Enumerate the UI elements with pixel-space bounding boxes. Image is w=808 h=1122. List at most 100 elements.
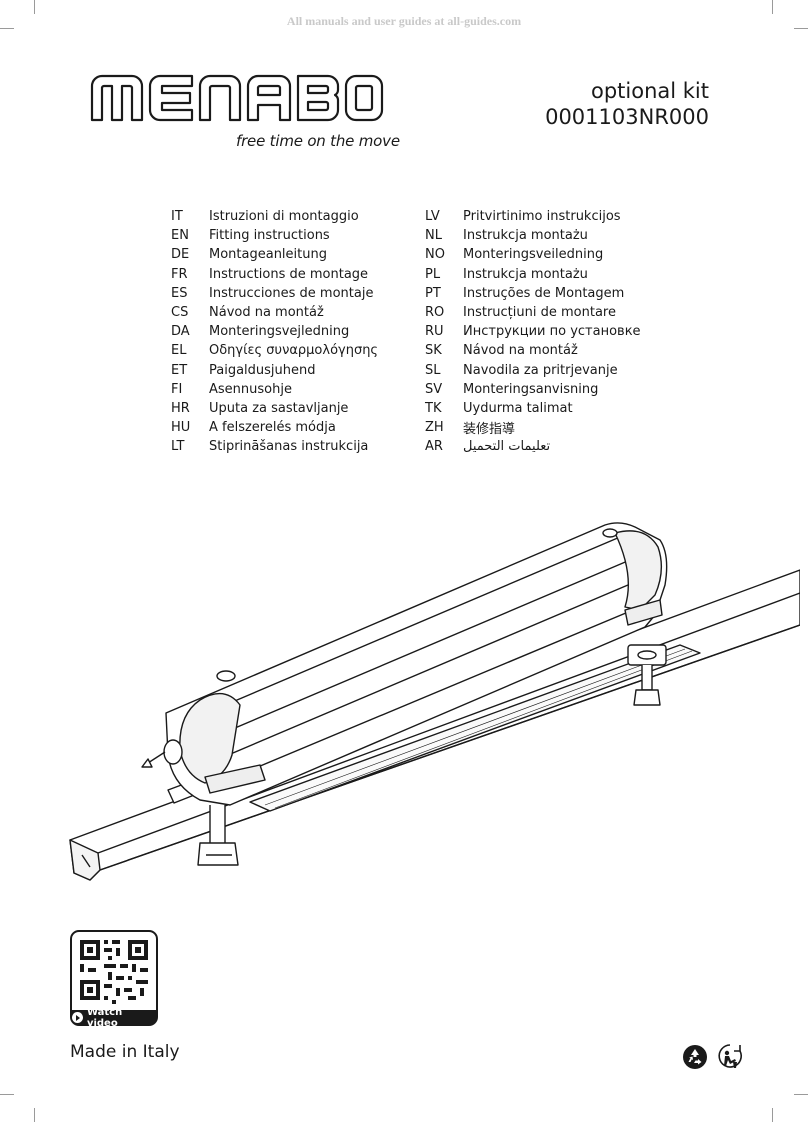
language-code: IT bbox=[171, 209, 183, 225]
language-row: ES Instrucciones de montaje bbox=[171, 284, 378, 303]
language-code: EN bbox=[171, 228, 189, 244]
language-title: Stiprināšanas instrukcija bbox=[209, 439, 369, 455]
crop-mark bbox=[794, 28, 808, 29]
language-title: Uydurma talimat bbox=[463, 400, 573, 416]
language-code: EL bbox=[171, 343, 187, 359]
language-code: NO bbox=[425, 247, 445, 263]
language-code: FI bbox=[171, 381, 183, 397]
watch-video-button[interactable]: Watch video bbox=[72, 1007, 156, 1029]
language-row: DA Monteringsvejledning bbox=[171, 322, 378, 341]
language-row: RO Instrucțiuni de montare bbox=[425, 303, 641, 322]
language-code: LV bbox=[425, 209, 440, 225]
language-code: FR bbox=[171, 266, 188, 282]
crop-mark bbox=[34, 1108, 35, 1122]
language-code: SV bbox=[425, 381, 443, 397]
language-title: Instrukcja montażu bbox=[463, 228, 588, 244]
language-title: Monteringsanvisning bbox=[463, 381, 599, 397]
recycle-icon bbox=[683, 1045, 707, 1069]
language-title: 装修指導 bbox=[463, 422, 516, 438]
menabo-logo bbox=[90, 74, 384, 122]
carrier-body bbox=[165, 522, 668, 806]
made-in-label: Made in Italy bbox=[70, 1042, 180, 1062]
language-title: Pritvirtinimo instrukcijos bbox=[463, 209, 621, 225]
language-code: CS bbox=[171, 305, 189, 321]
language-title: Monteringsveiledning bbox=[463, 247, 604, 263]
language-code: ET bbox=[171, 362, 188, 378]
language-code: PT bbox=[425, 285, 441, 301]
language-list-right: LV Pritvirtinimo instrukcijos NL Instrukcj… bbox=[425, 207, 641, 456]
language-row: EN Fitting instructions bbox=[171, 226, 378, 245]
language-title: Paigaldusjuhend bbox=[209, 362, 316, 378]
language-row: HR Uputa za sastavljanje bbox=[171, 399, 378, 418]
language-title: Uputa za sastavljanje bbox=[209, 400, 349, 416]
language-title: A felszerelés módja bbox=[209, 420, 336, 436]
language-title: Οδηγίες συναρμολόγησης bbox=[209, 343, 379, 359]
language-code: HR bbox=[171, 400, 190, 416]
language-code: HU bbox=[171, 420, 191, 436]
language-title: Instrucțiuni de montare bbox=[463, 305, 616, 321]
brand-logo bbox=[90, 72, 385, 152]
language-title: Istruzioni di montaggio bbox=[209, 209, 359, 225]
qr-code[interactable] bbox=[70, 930, 158, 1026]
language-row: IT Istruzioni di montaggio bbox=[171, 207, 378, 226]
language-code: TK bbox=[425, 400, 442, 416]
language-row: DE Montageanleitung bbox=[171, 245, 378, 264]
language-row: PL Instrukcja montażu bbox=[425, 265, 641, 284]
language-code: SK bbox=[425, 343, 442, 359]
crop-mark bbox=[34, 0, 35, 14]
language-row: HU A felszerelés módja bbox=[171, 418, 378, 437]
kit-code: 0001103NR000 bbox=[545, 105, 709, 129]
language-code: SL bbox=[425, 362, 441, 378]
language-code: RO bbox=[425, 305, 445, 321]
language-code: ES bbox=[171, 285, 188, 301]
play-icon bbox=[72, 1012, 83, 1023]
language-title: Asennusohje bbox=[209, 381, 292, 397]
language-row: ZH 装修指導 bbox=[425, 418, 641, 437]
language-code: ZH bbox=[425, 420, 444, 436]
language-title: Инструкции по установке bbox=[463, 324, 641, 340]
language-row: NO Monteringsveiledning bbox=[425, 245, 641, 264]
language-title: Fitting instructions bbox=[209, 228, 330, 244]
language-title: Instrukcja montażu bbox=[463, 266, 588, 282]
brand-tagline: free time on the move bbox=[236, 132, 400, 150]
language-title: Instrucciones de montaje bbox=[209, 285, 374, 301]
language-title: Instructions de montage bbox=[209, 266, 369, 282]
language-row: FI Asennusohje bbox=[171, 380, 378, 399]
language-row: CS Návod na montáž bbox=[171, 303, 378, 322]
language-row: LV Pritvirtinimo instrukcijos bbox=[425, 207, 641, 226]
language-row: NL Instrukcja montażu bbox=[425, 226, 641, 245]
language-title: Montageanleitung bbox=[209, 247, 327, 263]
language-row: AR تعليمات التحميل bbox=[425, 437, 641, 456]
language-list-left: IT Istruzioni di montaggio EN Fitting inst… bbox=[171, 207, 378, 456]
language-title: Instruções de Montagem bbox=[463, 285, 625, 301]
language-code: AR bbox=[425, 439, 443, 455]
kit-info: optional kit 0001103NR000 bbox=[545, 78, 709, 130]
language-row: EL Οδηγίες συναρμολόγησης bbox=[171, 341, 378, 360]
watermark: All manuals and user guides at all-guide… bbox=[286, 14, 522, 28]
language-title: Monteringsvejledning bbox=[209, 324, 350, 340]
language-row: PT Instruções de Montagem bbox=[425, 284, 641, 303]
language-code: DA bbox=[171, 324, 190, 340]
bin-icon bbox=[718, 1044, 742, 1068]
language-title: Návod na montáž bbox=[209, 305, 324, 321]
crop-mark bbox=[794, 1094, 808, 1095]
language-title: Navodila za pritrjevanje bbox=[463, 362, 618, 378]
language-row: SV Monteringsanvisning bbox=[425, 380, 641, 399]
language-code: DE bbox=[171, 247, 190, 263]
language-row: SL Navodila za pritrjevanje bbox=[425, 361, 641, 380]
crop-mark bbox=[0, 28, 14, 29]
language-code: PL bbox=[425, 266, 441, 282]
product-illustration bbox=[69, 522, 800, 881]
language-row: ET Paigaldusjuhend bbox=[171, 361, 378, 380]
language-row: TK Uydurma talimat bbox=[425, 399, 641, 418]
language-title: تعليمات التحميل bbox=[463, 439, 551, 455]
crop-mark bbox=[0, 1094, 14, 1095]
language-row: FR Instructions de montage bbox=[171, 265, 378, 284]
language-code: NL bbox=[425, 228, 442, 244]
kit-label: optional kit bbox=[590, 79, 709, 103]
language-code: RU bbox=[425, 324, 444, 340]
crop-mark bbox=[772, 0, 773, 14]
language-row: RU Инструкции по установке bbox=[425, 322, 641, 341]
